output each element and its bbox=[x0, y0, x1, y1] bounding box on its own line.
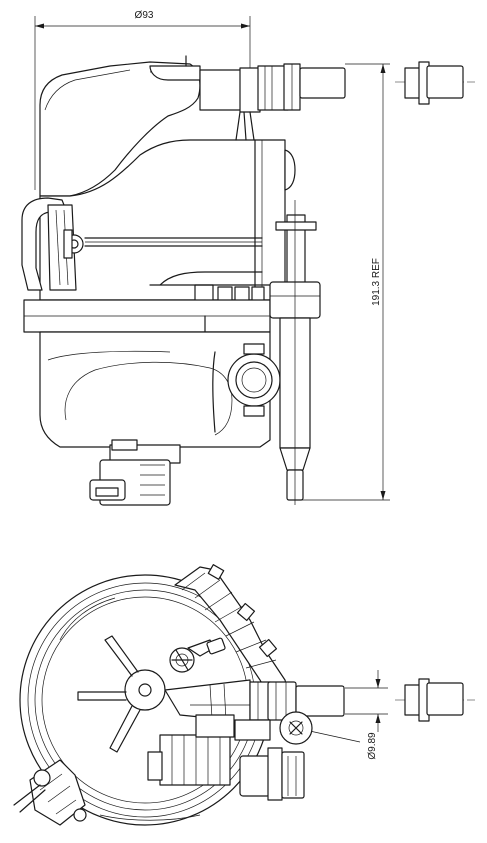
port-diameter-dimension: Ø9.89 bbox=[295, 670, 388, 760]
top-view: Ø9.89 bbox=[13, 564, 388, 826]
height-label: 191.3 REF bbox=[371, 258, 382, 306]
connector-inset-bottom bbox=[395, 678, 475, 722]
height-dimension: 191.3 REF bbox=[300, 63, 390, 501]
top-sensor bbox=[169, 637, 226, 673]
left-clip-bracket bbox=[21, 197, 84, 291]
diameter-label: Ø93 bbox=[135, 10, 154, 21]
port-diameter-label: Ø9.89 bbox=[367, 732, 378, 760]
side-view: Ø93 191.3 REF bbox=[21, 10, 475, 506]
top-outlet-fitting bbox=[185, 55, 346, 141]
bottom-connector bbox=[89, 439, 181, 506]
upper-housing bbox=[39, 61, 201, 197]
top-view-ribbed-block bbox=[147, 714, 235, 786]
bottom-left-latch bbox=[13, 759, 87, 826]
connector-inset-top bbox=[395, 61, 475, 105]
bowl-side-port bbox=[227, 343, 281, 417]
top-view-outlet bbox=[164, 679, 345, 723]
diameter-dimension: Ø93 bbox=[34, 10, 251, 190]
main-body bbox=[39, 139, 286, 301]
top-view-nut bbox=[279, 711, 313, 745]
top-view-connector bbox=[234, 719, 305, 801]
lower-bowl bbox=[39, 331, 271, 448]
vertical-outlet-pipe bbox=[269, 200, 321, 505]
